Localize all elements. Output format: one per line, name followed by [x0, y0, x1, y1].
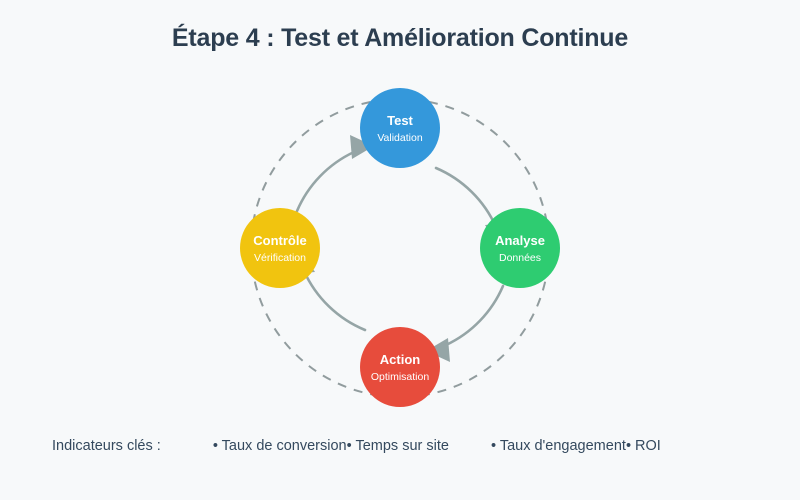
cycle-diagram: Test Validation Analyse Données Action O… [200, 70, 600, 426]
cycle-node-controle-label: Contrôle [253, 233, 306, 248]
kpi-item-0-label: Taux de conversion [221, 438, 347, 454]
cycle-node-action-label: Action [380, 352, 421, 367]
kpi-bullet-2: • [490, 438, 497, 454]
cycle-node-analyse-circle[interactable] [480, 208, 560, 288]
cycle-node-test-circle[interactable] [360, 88, 440, 168]
kpi-bullet-1: • [346, 438, 352, 454]
kpi-bullet-0: • [212, 438, 218, 454]
kpi-bullet-3: • [625, 438, 632, 454]
cycle-node-test-label: Test [387, 113, 413, 128]
kpi-items: • Taux de conversion • Temps sur site • … [213, 438, 661, 454]
cycle-node-test[interactable]: Test Validation [360, 88, 440, 168]
kpi-item-3: • ROI [626, 438, 661, 454]
cycle-node-controle-circle[interactable] [240, 208, 320, 288]
kpi-item-3-label: ROI [635, 438, 661, 454]
cycle-node-analyse-sublabel: Données [499, 252, 541, 264]
kpi-item-0: • Taux de conversion [213, 438, 347, 454]
arrow-controle-to-test [295, 135, 374, 213]
kpi-item-2: • Taux d'engagement [491, 438, 626, 454]
kpi-item-1: • Temps sur site [347, 438, 449, 454]
cycle-node-test-sublabel: Validation [377, 132, 422, 144]
kpi-row: Indicateurs clés : • Taux de conversion … [0, 432, 800, 460]
cycle-node-action[interactable]: Action Optimisation [360, 327, 440, 407]
cycle-node-action-sublabel: Optimisation [371, 371, 430, 383]
kpi-item-2-label: Taux d'engagement [499, 438, 626, 454]
cycle-node-analyse-label: Analyse [495, 233, 545, 248]
cycle-node-analyse[interactable]: Analyse Données [480, 208, 560, 288]
page-title: Étape 4 : Test et Amélioration Continue [171, 24, 629, 52]
cycle-node-controle[interactable]: Contrôle Vérification [240, 208, 320, 288]
cycle-node-controle-sublabel: Vérification [254, 252, 306, 264]
kpi-item-1-label: Temps sur site [355, 438, 449, 454]
kpi-label: Indicateurs clés : [52, 438, 161, 454]
cycle-node-action-circle[interactable] [360, 327, 440, 407]
arrow-analyse-to-action [426, 284, 505, 362]
